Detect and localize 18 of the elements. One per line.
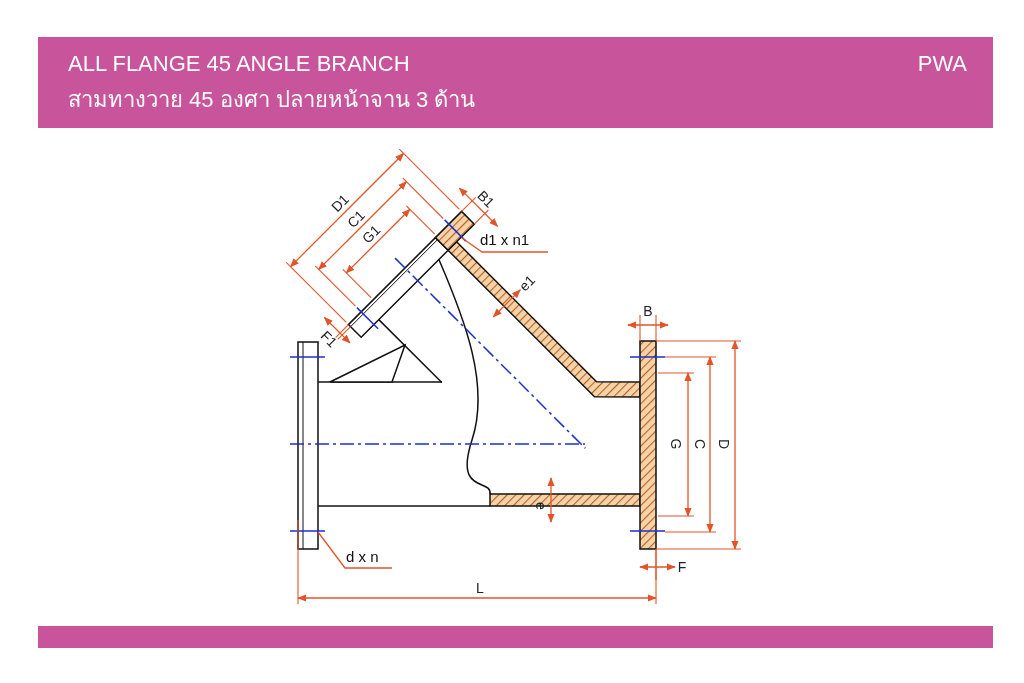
dimension-label: e1	[516, 272, 538, 294]
dimension-label: F	[677, 560, 687, 574]
dimension-label: F1	[317, 327, 340, 350]
code-text: PWA	[917, 51, 967, 77]
dimension-label: L	[476, 581, 484, 595]
dimension-label: G	[669, 438, 683, 450]
dimension-label: D	[717, 438, 731, 450]
header-band	[38, 37, 993, 128]
dimension-label: B	[643, 304, 653, 318]
title-text: ALL FLANGE 45 ANGLE BRANCH	[68, 51, 410, 77]
dimension-label: C	[693, 438, 707, 450]
callout-text: d1 x n1	[480, 230, 548, 250]
dimension-label: e	[534, 502, 548, 510]
leader-line	[461, 237, 549, 253]
callout-text: d x n	[346, 548, 392, 566]
dimension-label: B1	[475, 188, 498, 211]
subtitle-text: สามทางวาย 45 องศา ปลายหน้าจาน 3 ด้าน	[68, 87, 476, 113]
leader-line	[317, 531, 393, 569]
